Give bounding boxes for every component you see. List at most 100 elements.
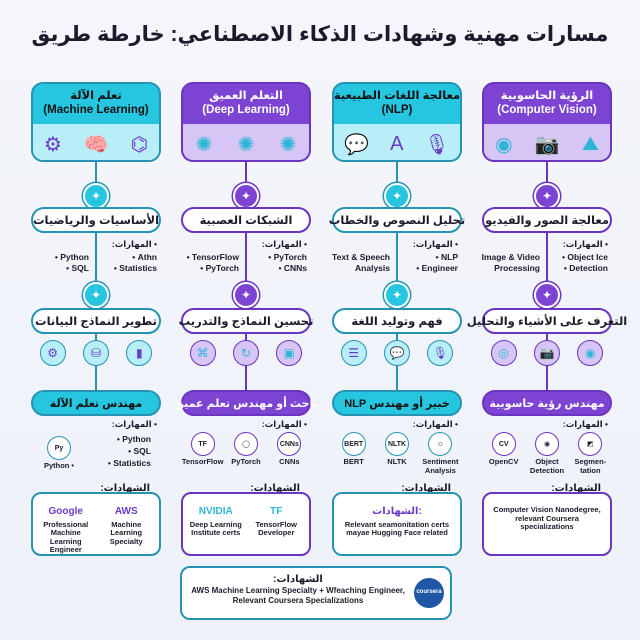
skill-logo: ◯PyTorch <box>224 432 267 467</box>
stage-2-pill[interactable]: تطوير النماذج البيانات <box>31 308 161 334</box>
skill-item: PyTorch • <box>200 263 239 273</box>
connector-line <box>396 162 398 392</box>
skill-item: Python • <box>116 434 151 444</box>
logo-mark: ◉ <box>535 432 560 456</box>
stage-tool-icon: ⛁ <box>82 340 109 366</box>
header-icons: 💬A🎙 <box>334 124 460 160</box>
track-icon: ⌬ <box>130 133 149 156</box>
logo-label: CNNs <box>279 457 300 466</box>
skill-item: Python • <box>54 252 89 262</box>
stage-icons: ⌘↻▣ <box>181 340 311 366</box>
stage-1-pill[interactable]: معالجة الصور والفيديو <box>482 207 612 233</box>
stage-tool-icon: 💬 <box>383 340 410 366</box>
track-icon: ✺ <box>237 133 255 156</box>
stage-2-pill[interactable]: تحسين النماذج والتدريب <box>179 308 313 334</box>
certs-label: الشهادات: <box>247 484 303 494</box>
stage-icon: ✦ <box>534 282 560 308</box>
track-header: تعلم الآلة(Machine Learning)⚙🧠⌬ <box>31 82 161 162</box>
track-title: الرؤية الحاسوبية(Computer Vision) <box>484 84 610 124</box>
cert-mark: NVIDIA <box>198 506 233 517</box>
connector-line <box>245 162 247 392</box>
track-header: الرؤية الحاسوبية(Computer Vision)◉📷⛰ <box>482 82 612 162</box>
logo-mark: ◩ <box>578 432 603 456</box>
logo-label: Segmen-tation <box>574 457 607 475</box>
stage-tool-icon: ⌘ <box>189 340 216 366</box>
skill-item: Statistics • <box>107 458 151 468</box>
track-title: تعلم الآلة(Machine Learning) <box>33 84 159 124</box>
skill-item: Athn • <box>132 252 157 262</box>
track-title-en: (Computer Vision) <box>497 104 597 116</box>
track-column: التعلم العميق(Deep Learning)✺✺✺✦الشبكات … <box>174 82 318 562</box>
role-pill[interactable]: باحث أو مهندس تعلم عميق <box>174 390 318 416</box>
track-icon: A <box>390 132 404 155</box>
connector-line <box>546 162 548 392</box>
coursera-logo: coursera <box>414 578 444 608</box>
skill-logo: ◉Object Detection <box>525 432 568 475</box>
stage-2-pill[interactable]: فهم وتوليد اللغة <box>332 308 462 334</box>
certs-box: Computer Vision Nanodegree, relevant Cou… <box>482 492 612 556</box>
logo-mark: CV <box>491 432 516 456</box>
cert-mark: TF <box>270 506 283 517</box>
stage-icons: ◎📷◉ <box>482 340 612 366</box>
stage-tool-icon: ↻ <box>232 340 259 366</box>
track-icon: 📷 <box>534 133 560 156</box>
skill-item: Image & Video <box>481 252 540 262</box>
track-title-ar: تعلم الآلة <box>70 90 122 103</box>
stage-2-pill[interactable]: التعرف على الأشياء والتحليل <box>467 308 627 334</box>
role-pill[interactable]: مهندس تعلم الآلة <box>31 390 161 416</box>
cert-mark: AWS <box>114 506 138 517</box>
cert-label: Computer Vision Nanodegree, relevant Cou… <box>493 505 601 532</box>
skill-item: SQL • <box>66 263 89 273</box>
cert-item: Computer Vision Nanodegree, relevant Cou… <box>488 505 606 532</box>
certs-line-1: AWS Machine Learning Specialty + Wfeachi… <box>191 586 405 595</box>
certs-line-2: Relevant Coursera Specializations <box>232 596 364 606</box>
skill-item: Object Ice • <box>562 252 608 262</box>
track-title-ar: معالجة اللغات الطبيعية <box>333 90 461 103</box>
skill-item: NLP • <box>435 252 458 262</box>
logo-label: OpenCV <box>488 457 519 466</box>
stage-tool-icon: 📷 <box>533 340 560 366</box>
stage-icons: ☰💬🎙 <box>332 340 462 366</box>
stage-1-pill[interactable]: الأساسيات والرياضيات <box>31 207 161 233</box>
connector-line <box>95 162 97 392</box>
stage-tool-icon: ◎ <box>490 340 517 366</box>
stage-1-pill[interactable]: الشبكات العصبية <box>181 207 311 233</box>
cert-label: Deep Learning Institute certs <box>189 519 242 538</box>
logo-label: Python • <box>43 461 75 470</box>
cert-item: NVIDIA Deep Learning Institute certs <box>187 506 245 538</box>
skill-item: Text & Speech <box>332 252 390 262</box>
logo-label: BERT <box>343 457 364 466</box>
cert-label: Professional Machine Learning Engineer <box>43 519 89 555</box>
track-title-en: (Deep Learning) <box>202 104 290 116</box>
logo-mark: ◯ <box>234 432 259 456</box>
track-title-ar: التعلم العميق <box>209 90 283 103</box>
role-pill[interactable]: خبير أو مهندس NLP <box>332 390 462 416</box>
logo-mark: NLTK <box>385 432 410 456</box>
stage-icon: ✦ <box>384 282 410 308</box>
role-pill[interactable]: مهندس رؤية حاسوبية <box>482 390 612 416</box>
skill-item: Analysis <box>355 263 390 273</box>
stage-icons: ⚙⛁▮ <box>31 340 161 366</box>
stage-icon: ✦ <box>233 183 259 209</box>
track-icon: ✺ <box>279 133 297 156</box>
certs-box: الشهادات:Relevant seamonitation certs ma… <box>332 492 462 556</box>
skill-item: TensorFlow • <box>186 252 239 262</box>
skills-label: • المهارات: <box>261 239 307 249</box>
skills-label: • المهارات: <box>562 419 608 429</box>
header-icons: ◉📷⛰ <box>484 124 610 160</box>
skills-label: • المهارات: <box>111 419 157 429</box>
stage-1-pill[interactable]: تحليل النصوص والخطاب <box>329 207 465 233</box>
